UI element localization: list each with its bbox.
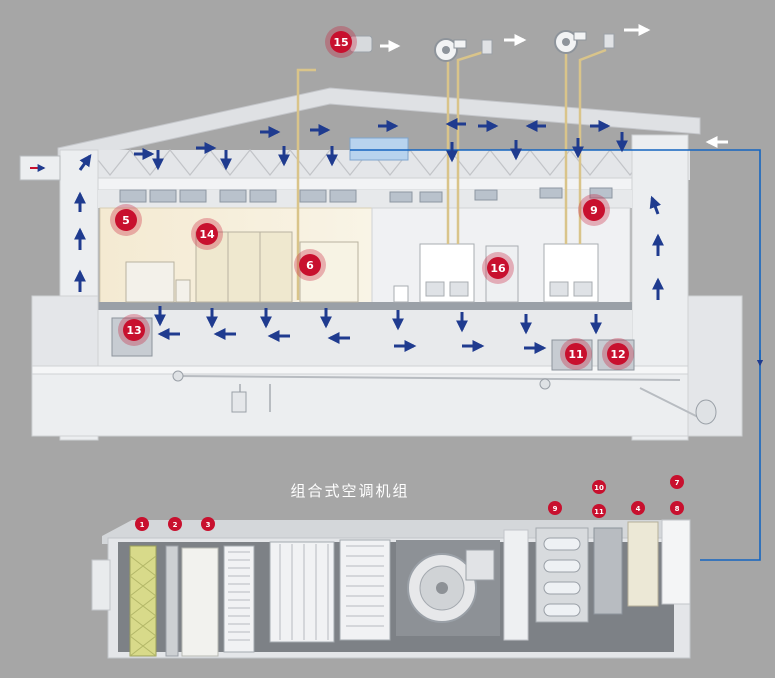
marker-label: 6 — [306, 259, 314, 272]
exhaust-arrows — [380, 24, 728, 148]
building — [19, 24, 764, 561]
floor-plenum — [98, 310, 632, 366]
hepa-box-icon — [539, 187, 563, 199]
basement-piping — [177, 375, 701, 419]
left-annex — [31, 295, 99, 367]
marker-label: 8 — [675, 505, 680, 513]
marker-label: 10 — [594, 484, 604, 492]
coils — [223, 539, 391, 653]
marker-5: 5 — [110, 204, 142, 236]
hepa-box-icon — [149, 189, 177, 203]
marker-12: 12 — [602, 338, 634, 370]
building-markers: 15 5 14 6 16 9 13 11 12 — [110, 26, 634, 370]
ahu-caption: 组合式空调机组 — [290, 482, 410, 500]
marker-8: 8 — [670, 501, 684, 515]
hepa-box-icon — [119, 189, 147, 203]
work-bench — [125, 261, 175, 303]
marker-7: 7 — [670, 475, 684, 489]
marker-14: 14 — [191, 218, 223, 250]
ahu-inlet — [91, 559, 111, 611]
hepa-box-icon — [249, 189, 277, 203]
hepa-box-icon — [179, 189, 207, 203]
marker-label: 2 — [173, 521, 178, 529]
ahu-fan-icon — [407, 549, 495, 623]
basement-slab — [31, 365, 743, 375]
marker-10: 10 — [592, 480, 606, 494]
raised-floor — [98, 302, 632, 310]
air-arrow-icon — [78, 154, 92, 171]
fan-icon — [554, 30, 587, 54]
marker-label: 9 — [553, 505, 558, 513]
outlet-section — [661, 519, 691, 605]
marker-4: 4 — [631, 501, 645, 515]
marker-label: 15 — [333, 36, 348, 49]
hepa-box-icon — [474, 189, 498, 201]
marker-label: 7 — [675, 479, 680, 487]
marker-label: 3 — [206, 521, 211, 529]
hepa-boxes — [119, 187, 613, 203]
marker-label: 1 — [140, 521, 145, 529]
marker-15: 15 — [325, 26, 357, 58]
pass-box — [175, 279, 191, 303]
marker-11: 11 — [592, 504, 606, 518]
small-device — [393, 285, 409, 303]
air-handling-unit — [91, 519, 691, 659]
marker-1: 1 — [135, 517, 149, 531]
rooftop-fans — [349, 30, 615, 62]
exhaust-pipes — [296, 48, 607, 300]
primary-filter — [129, 545, 157, 657]
marker-label: 11 — [594, 508, 604, 516]
marker-6: 6 — [294, 249, 326, 281]
marker-2: 2 — [168, 517, 182, 531]
hepa-box-icon — [219, 189, 247, 203]
process-equipment — [393, 243, 599, 303]
air-arrow-icon — [649, 195, 661, 215]
hepa-box-icon — [589, 187, 613, 199]
marker-label: 14 — [199, 228, 215, 241]
marker-16: 16 — [482, 252, 514, 284]
basement — [31, 365, 743, 437]
intake-louver — [19, 155, 61, 181]
hepa-section — [627, 521, 659, 607]
hepa-box-icon — [329, 189, 357, 203]
humidifier — [593, 527, 623, 615]
marker-label: 12 — [610, 348, 625, 361]
marker-label: 11 — [568, 348, 583, 361]
marker-11: 11 — [560, 338, 592, 370]
hepa-box-icon — [419, 191, 443, 203]
marker-13: 13 — [118, 314, 150, 346]
marker-label: 9 — [590, 204, 598, 217]
medium-filter — [165, 545, 179, 657]
marker-3: 3 — [201, 517, 215, 531]
marker-9: 9 — [578, 194, 610, 226]
marker-label: 13 — [126, 324, 141, 337]
ahu-markers: 1 2 3 9 10 11 4 7 8 — [135, 475, 684, 531]
marker-label: 4 — [636, 505, 641, 513]
hepa-box-icon — [389, 191, 413, 203]
airflow-arrows — [74, 118, 664, 354]
marker-label: 5 — [122, 214, 130, 227]
marker-label: 16 — [490, 262, 506, 275]
marker-9: 9 — [548, 501, 562, 515]
supply-duct — [349, 137, 409, 161]
bag-filter — [181, 547, 219, 657]
hepa-box-icon — [299, 189, 327, 203]
fan-icon — [434, 38, 467, 62]
